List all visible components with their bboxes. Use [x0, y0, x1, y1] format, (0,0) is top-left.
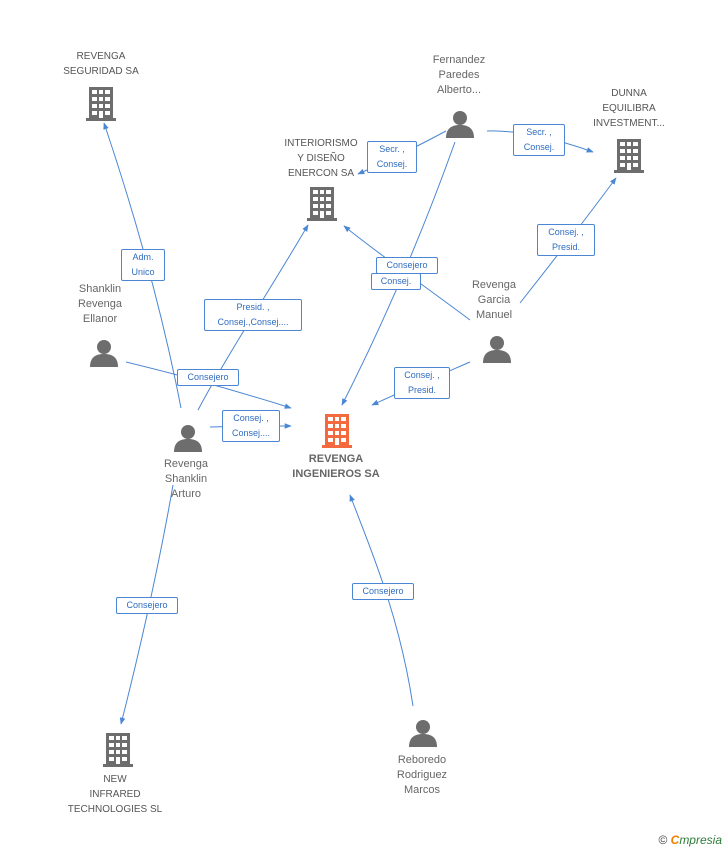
- edge-label-adm-unico: Adm. Unico: [121, 249, 165, 281]
- building-icon-revenga-ingenieros[interactable]: [322, 414, 352, 448]
- building-icon-dunna[interactable]: [614, 139, 644, 173]
- person-icon-revenga-shanklin[interactable]: [174, 425, 202, 452]
- node-label-fernandez[interactable]: Fernandez Paredes Alberto...: [432, 54, 486, 96]
- edge-label-consejero-interiorismo: Consejero: [376, 257, 438, 274]
- person-icon-shanklin-ellanor[interactable]: [90, 340, 118, 367]
- node-label-new-infrared[interactable]: NEW INFRARED TECHNOLOGIES SL: [67, 774, 163, 815]
- node-label-shanklin-ellanor[interactable]: Shanklin Revenga Ellanor: [77, 283, 123, 325]
- edge-label-consej: Consej.: [371, 273, 421, 290]
- node-label-reboredo[interactable]: Reboredo Rodriguez Marcos: [396, 754, 448, 796]
- edge-label-presid-consej: Presid. , Consej.,Consej....: [204, 299, 302, 331]
- edge-label-secr-consej-interiorismo: Secr. , Consej.: [367, 141, 417, 173]
- edge-label-consejero-ellanor: Consejero: [177, 369, 239, 386]
- building-icon-revenga-seguridad[interactable]: [86, 87, 116, 121]
- building-icon-interiorismo[interactable]: [307, 187, 337, 221]
- person-icon-reboredo[interactable]: [409, 720, 437, 747]
- node-label-interiorismo[interactable]: INTERIORISMO Y DISEÑO ENERCON SA: [284, 138, 358, 179]
- edge-label-consej-presid-garcia: Consej. , Presid.: [394, 367, 450, 399]
- brand-mark: © Cmpresia: [658, 833, 722, 847]
- copyright-symbol: ©: [658, 833, 668, 847]
- node-label-dunna[interactable]: DUNNA EQUILIBRA INVESTMENT...: [593, 88, 665, 129]
- edge-label-consejero-reboredo: Consejero: [352, 583, 414, 600]
- edge-label-secr-consej-dunna: Secr. , Consej.: [513, 124, 565, 156]
- brand-initial: C: [670, 833, 680, 847]
- edge-label-consejero-infrared: Consejero: [116, 597, 178, 614]
- person-icon-revenga-garcia[interactable]: [483, 336, 511, 363]
- edge-label-consej-presid-dunna: Consej. , Presid.: [537, 224, 595, 256]
- node-label-revenga-garcia[interactable]: Revenga Garcia Manuel: [471, 279, 517, 321]
- node-label-revenga-seguridad[interactable]: REVENGA SEGURIDAD SA: [63, 51, 139, 77]
- edge-label-consej-consej: Consej. , Consej....: [222, 410, 280, 442]
- person-icon-fernandez[interactable]: [446, 111, 474, 138]
- building-icon-new-infrared[interactable]: [103, 733, 133, 767]
- node-label-revenga-shanklin[interactable]: Revenga Shanklin Arturo: [163, 458, 209, 500]
- edge-reboredo-ingenieros: [349, 494, 414, 707]
- brand-name: mpresia: [679, 833, 722, 847]
- node-label-revenga-ingenieros[interactable]: REVENGA INGENIEROS SA: [292, 453, 380, 480]
